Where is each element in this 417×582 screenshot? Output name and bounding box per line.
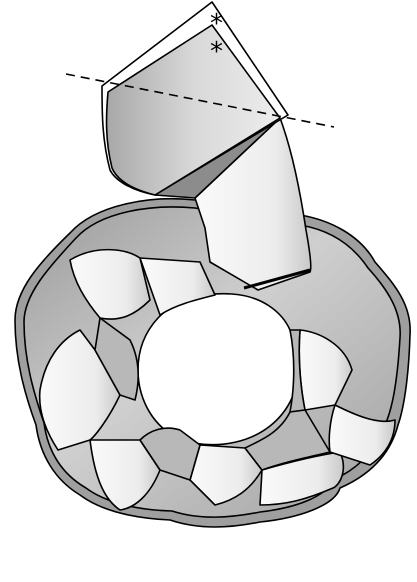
asterisk-mark-top: * [210,9,223,39]
ring-center-hole [138,294,298,445]
asterisk-mark-bottom: * [210,37,223,67]
